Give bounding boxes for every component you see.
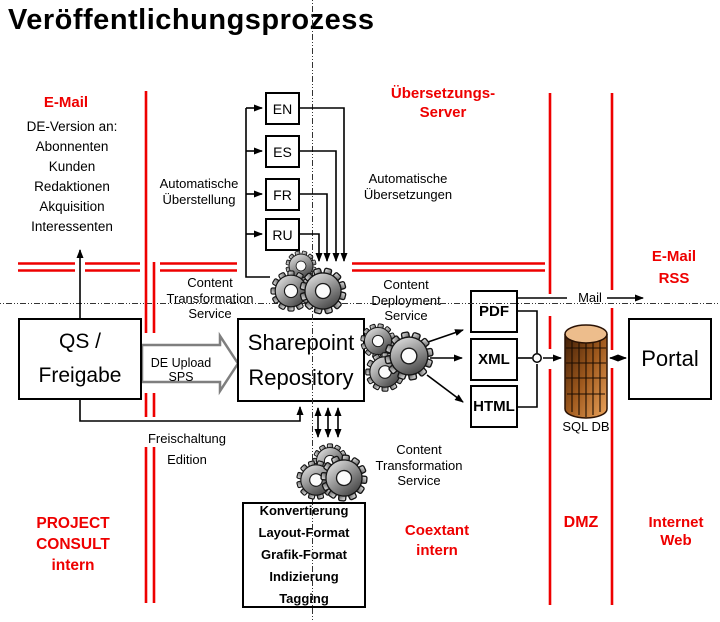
format-box-html: HTML bbox=[470, 385, 518, 428]
qs-freigabe-box: QS / Freigabe bbox=[18, 318, 142, 400]
label-content-deployment-service: Content Deployment Service bbox=[371, 277, 441, 323]
database-cylinder-icon bbox=[564, 324, 608, 419]
konvertierung-box: Konvertierung Layout-Format Grafik-Forma… bbox=[242, 502, 366, 608]
konvertierung-step: Konvertierung bbox=[259, 503, 349, 518]
konvertierung-step: Layout-Format bbox=[258, 525, 350, 540]
return-line-fr bbox=[300, 193, 331, 262]
zone-label-dmz: DMZ bbox=[563, 514, 599, 531]
junction-circle bbox=[532, 353, 542, 363]
konvertierung-step: Tagging bbox=[279, 591, 329, 606]
zone-label-internet-web: Internet Web bbox=[648, 514, 704, 549]
line-html-to-junction bbox=[518, 364, 538, 408]
line-pdf-to-junction bbox=[518, 310, 538, 353]
language-box-es: ES bbox=[265, 135, 300, 168]
language-box-en: EN bbox=[265, 92, 300, 125]
konvertierung-step: Indizierung bbox=[269, 569, 339, 584]
de-version-distribution-list: DE-Version an: Abonnenten Kunden Redakti… bbox=[26, 119, 118, 234]
konvertierung-step: Grafik-Format bbox=[261, 547, 347, 562]
label-edition: Edition bbox=[167, 452, 207, 467]
language-box-ru: RU bbox=[265, 218, 300, 251]
gear-cluster-icon-transformation-top bbox=[270, 247, 352, 320]
language-box-fr: FR bbox=[265, 178, 300, 211]
arrow-deploy-to-html bbox=[426, 374, 464, 403]
format-box-pdf: PDF bbox=[470, 290, 518, 333]
zone-label-email-top: E-Mail bbox=[43, 94, 89, 111]
page-title: Veröffentlichungsprozess bbox=[8, 4, 375, 36]
portal-box: Portal bbox=[628, 318, 712, 400]
label-automatische-uebersetzungen: Automatische Übersetzungen bbox=[363, 171, 453, 202]
arrow-freischaltung-to-sharepoint bbox=[79, 400, 304, 422]
sharepoint-repository-box: Sharepoint Repository bbox=[237, 318, 365, 402]
return-line-en bbox=[300, 107, 348, 262]
arrow-deploy-to-pdf bbox=[427, 329, 464, 343]
label-sql-db: SQL DB bbox=[562, 419, 610, 434]
format-box-xml: XML bbox=[470, 338, 518, 381]
label-automatische-ueberstellung: Automatische Überstellung bbox=[159, 176, 239, 207]
return-line-ru bbox=[300, 233, 323, 262]
label-freischaltung: Freischaltung bbox=[147, 431, 227, 446]
zone-label-coextant-intern: Coextant intern bbox=[404, 522, 470, 559]
label-de-upload-sps: DE Upload SPS bbox=[150, 356, 212, 384]
zone-label-uebersetzungs-server: Übersetzungs- Server bbox=[390, 85, 496, 121]
label-content-transformation-service-top: Content Transformation Service bbox=[166, 275, 254, 321]
zone-label-project-consult-intern: PROJECT CONSULT intern bbox=[36, 515, 110, 574]
gear-cluster-icon-deployment bbox=[357, 320, 441, 392]
zone-label-email-rss: E-Mail RSS bbox=[651, 248, 697, 287]
label-content-transformation-service-bottom: Content Transformation Service bbox=[375, 442, 463, 488]
label-mail: Mail bbox=[578, 290, 602, 305]
return-line-es bbox=[300, 150, 340, 262]
gear-cluster-icon-transformation-bottom bbox=[291, 443, 370, 505]
